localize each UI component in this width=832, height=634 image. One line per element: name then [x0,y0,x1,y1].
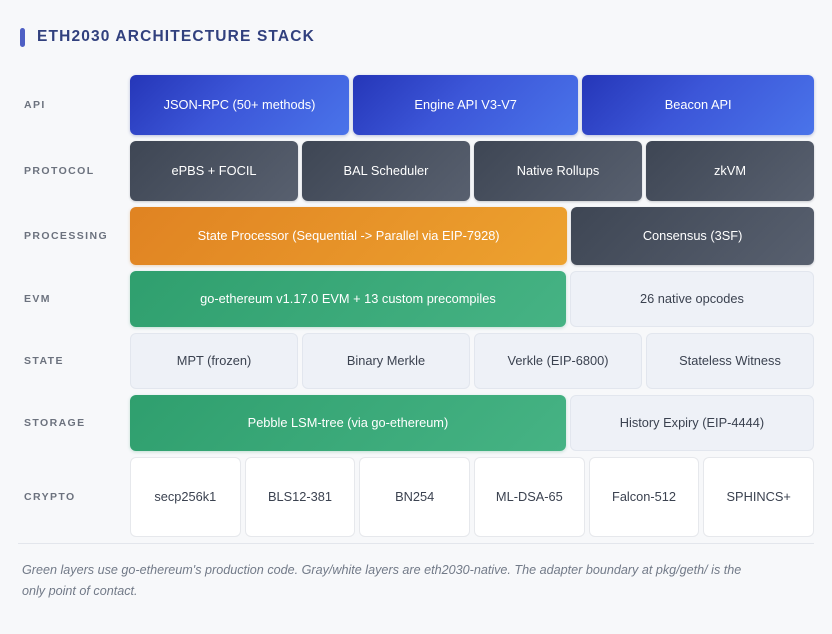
layer-cell[interactable]: SPHINCS+ [703,457,815,537]
layer-cell[interactable]: Pebble LSM-tree (via go-ethereum) [130,395,566,451]
layer-cell[interactable]: BN254 [359,457,471,537]
layer-cell[interactable]: Stateless Witness [646,333,814,389]
layer-cell[interactable]: secp256k1 [130,457,241,537]
layer-cell[interactable]: Beacon API [582,75,814,135]
footer-divider [18,543,814,544]
layer-label-state: STATE [24,355,64,367]
layer-stack: API JSON-RPC (50+ methods)Engine API V3-V… [18,72,815,540]
layer-cell[interactable]: JSON-RPC (50+ methods) [130,75,349,135]
layer-cell[interactable]: zkVM [646,141,814,201]
accent-bar-icon [20,27,25,47]
layer-cell[interactable]: Verkle (EIP-6800) [474,333,642,389]
layer-cell[interactable]: MPT (frozen) [130,333,298,389]
layer-cell[interactable]: go-ethereum v1.17.0 EVM + 13 custom prec… [130,271,566,327]
layer-label-protocol: PROTOCOL [24,165,95,177]
layer-row-processing: PROCESSING State Processor (Sequential ->… [18,204,814,268]
layer-cell[interactable]: ML-DSA-65 [474,457,585,537]
layer-cells: Pebble LSM-tree (via go-ethereum)History… [130,392,814,454]
footer-note: Green layers use go-ethereum's productio… [22,563,742,598]
layer-cell[interactable]: Consensus (3SF) [571,207,814,265]
layer-label-api: API [24,99,46,111]
page-header: ETH2030 ARCHITECTURE STACK [18,16,814,58]
page-footer: Green layers use go-ethereum's productio… [18,543,814,602]
layer-label-crypto: CRYPTO [24,491,76,503]
layer-cell[interactable]: 26 native opcodes [569,271,814,327]
layer-row-api: API JSON-RPC (50+ methods)Engine API V3-V… [18,72,814,138]
layer-cell[interactable]: Falcon-512 [588,457,700,537]
layer-cell[interactable]: ePBS + FOCIL [130,141,298,201]
layer-row-evm: EVM go-ethereum v1.17.0 EVM + 13 custom p… [18,268,814,330]
layer-cell[interactable]: State Processor (Sequential -> Parallel … [130,207,568,265]
page-title: ETH2030 ARCHITECTURE STACK [37,28,315,45]
layer-label-processing: PROCESSING [24,230,109,242]
layer-cell[interactable]: Engine API V3-V7 [352,75,579,135]
layer-row-storage: STORAGE Pebble LSM-tree (via go-ethereum)… [18,392,814,454]
layer-label-evm: EVM [24,293,51,305]
layer-cell[interactable]: Native Rollups [474,141,642,201]
layer-cell[interactable]: Binary Merkle [302,333,470,389]
layer-cell[interactable]: History Expiry (EIP-4444) [569,395,814,451]
layer-cell[interactable]: BAL Scheduler [302,141,470,201]
layer-cells: go-ethereum v1.17.0 EVM + 13 custom prec… [130,268,814,330]
layer-cell[interactable]: BLS12-381 [244,457,356,537]
layer-cells: State Processor (Sequential -> Parallel … [130,204,814,268]
layer-label-storage: STORAGE [24,417,86,429]
